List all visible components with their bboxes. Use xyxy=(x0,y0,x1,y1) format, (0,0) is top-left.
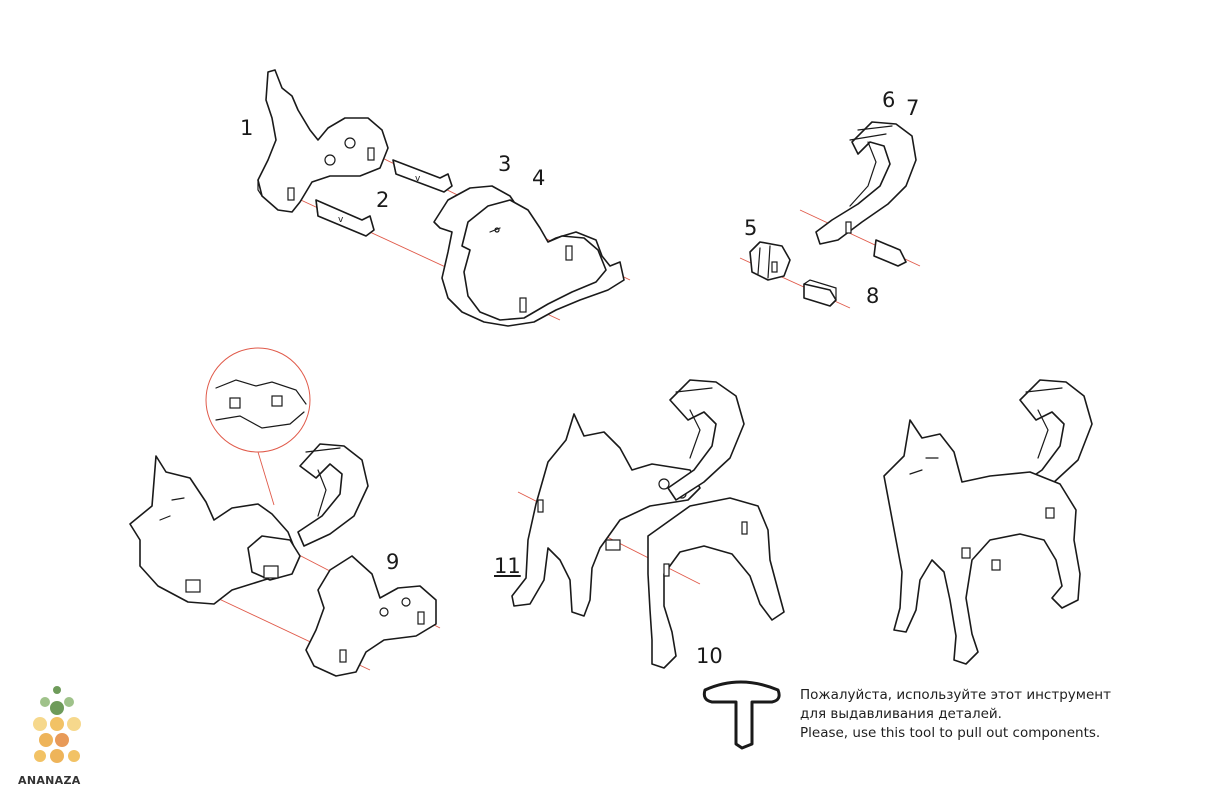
label-part-8: 8 xyxy=(866,284,880,308)
label-part-1: 1 xyxy=(240,116,254,140)
label-part-4: 4 xyxy=(532,166,546,190)
label-part-6: 6 xyxy=(882,88,896,112)
label-part-2: 2 xyxy=(376,188,390,212)
detail-callout xyxy=(205,347,311,506)
label-part-9: 9 xyxy=(386,550,400,574)
parts-3-4-chest xyxy=(433,185,625,327)
instruction-en-line: Please, use this tool to pull out compon… xyxy=(800,725,1101,741)
parts-6-7-tail xyxy=(799,121,921,267)
brand-logo-icon xyxy=(33,686,81,763)
assembled-figure xyxy=(883,379,1093,665)
instruction-ru-line-2: для выдавливания деталей. xyxy=(800,706,1002,722)
svg-text:v: v xyxy=(338,215,344,225)
part-5-hub xyxy=(739,241,851,309)
label-part-7: 7 xyxy=(906,96,920,120)
label-part-10: 10 xyxy=(696,644,723,668)
brand-name: ANANAZA xyxy=(18,774,81,787)
part-8-peg xyxy=(803,279,837,307)
part-2-connectors: v v xyxy=(315,159,453,237)
part-9-assembly xyxy=(129,443,441,677)
part-11-front-legs xyxy=(511,413,701,617)
label-part-11: 11 xyxy=(494,554,521,578)
part-10-hind-legs xyxy=(647,497,785,669)
label-part-5: 5 xyxy=(744,216,758,240)
instruction-ru-line-1: Пожалуйста, используйте этот инструмент xyxy=(800,687,1111,703)
push-out-tool-icon xyxy=(702,680,781,750)
svg-text:v: v xyxy=(415,174,421,184)
tool-instructions: Пожалуйста, используйте этот инструмент … xyxy=(800,686,1180,743)
tail-on-assembly xyxy=(667,379,745,501)
label-part-3: 3 xyxy=(498,152,512,176)
